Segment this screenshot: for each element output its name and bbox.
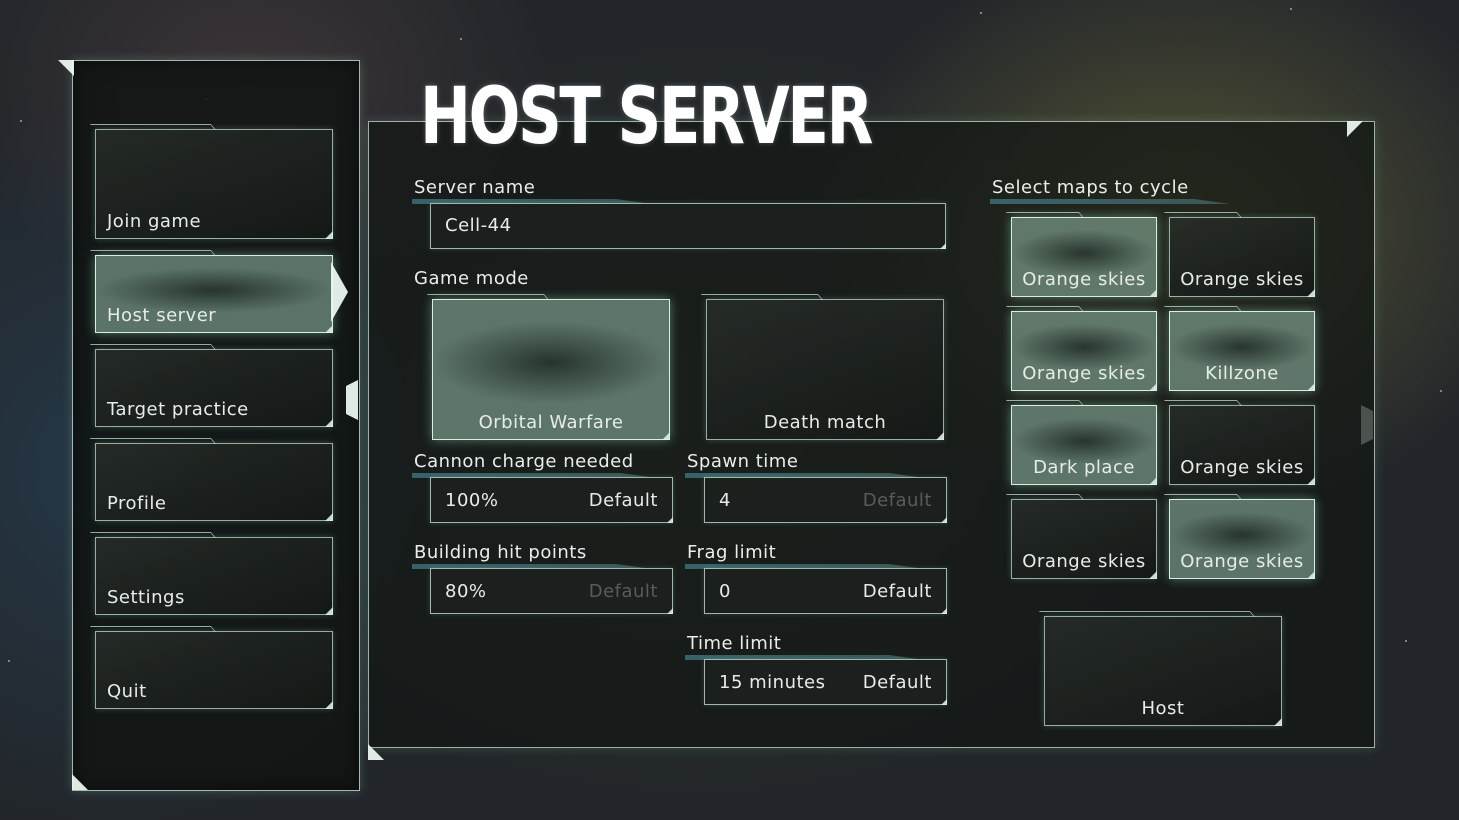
game-mode-label-text: Orbital Warfare	[478, 412, 624, 433]
host-button[interactable]: Host	[1044, 616, 1282, 726]
menu-item-label: Host server	[107, 305, 217, 326]
map-tile[interactable]: Orange skies	[1169, 217, 1315, 297]
map-label: Orange skies	[1180, 457, 1304, 478]
menu-item-label: Quit	[107, 681, 147, 702]
spawn-time-value: 4	[719, 490, 731, 511]
spawn-time-field[interactable]: 4 Default	[704, 477, 947, 523]
map-tile[interactable]: Orange skies	[1169, 499, 1315, 579]
frag-limit-value: 0	[719, 581, 731, 602]
menu-item-label: Target practice	[107, 399, 249, 420]
map-tile[interactable]: Orange skies	[1169, 405, 1315, 485]
menu-item-target-practice[interactable]: Target practice	[95, 349, 333, 427]
server-name-input[interactable]	[443, 214, 927, 237]
panel-corner-decoration	[368, 744, 384, 760]
star	[980, 12, 982, 14]
server-name-label: Server name	[414, 177, 536, 198]
game-mode-label: Game mode	[414, 268, 529, 289]
frag-limit-field[interactable]: 0 Default	[704, 568, 947, 614]
menu-item-profile[interactable]: Profile	[95, 443, 333, 521]
menu-item-label: Profile	[107, 493, 167, 514]
time-limit-default-button[interactable]: Default	[862, 672, 932, 693]
cannon-charge-value: 100%	[445, 490, 499, 511]
menu-item-quit[interactable]: Quit	[95, 631, 333, 709]
menu-item-label: Join game	[107, 211, 202, 232]
spawn-time-label: Spawn time	[687, 451, 799, 472]
cannon-charge-field[interactable]: 100% Default	[430, 477, 673, 523]
time-limit-field[interactable]: 15 minutes Default	[704, 659, 947, 705]
building-hp-label: Building hit points	[414, 542, 587, 563]
building-hp-value: 80%	[445, 581, 487, 602]
map-label: Orange skies	[1180, 269, 1304, 290]
cannon-charge-default-button[interactable]: Default	[588, 490, 658, 511]
panel-corner-decoration	[1347, 121, 1363, 137]
map-tile[interactable]: Orange skies	[1011, 499, 1157, 579]
building-hp-default-button[interactable]: Default	[588, 581, 658, 602]
game-mode-orbital-warfare[interactable]: Orbital Warfare	[432, 299, 670, 440]
building-hp-field[interactable]: 80% Default	[430, 568, 673, 614]
frag-limit-label: Frag limit	[687, 542, 777, 563]
host-button-label: Host	[1141, 698, 1185, 719]
menu-item-host-server[interactable]: Host server	[95, 255, 333, 333]
map-tile[interactable]: Orange skies	[1011, 217, 1157, 297]
panel-corner-decoration	[72, 774, 88, 790]
server-name-field[interactable]	[430, 203, 946, 249]
star	[20, 120, 22, 122]
page-title: HOST SERVER	[420, 72, 873, 162]
time-limit-label: Time limit	[687, 633, 782, 654]
frag-limit-default-button[interactable]: Default	[862, 581, 932, 602]
map-label: Orange skies	[1022, 363, 1146, 384]
star	[1440, 390, 1442, 392]
cannon-charge-label: Cannon charge needed	[414, 451, 634, 472]
map-tile[interactable]: Dark place	[1011, 405, 1157, 485]
map-tile[interactable]: Killzone	[1169, 311, 1315, 391]
star	[460, 38, 462, 40]
star	[1405, 640, 1407, 642]
game-mode-label-text: Death match	[763, 412, 887, 433]
map-tile[interactable]: Orange skies	[1011, 311, 1157, 391]
map-label: Dark place	[1033, 457, 1135, 478]
spawn-time-default-button[interactable]: Default	[862, 490, 932, 511]
active-indicator-arrow-icon	[331, 262, 348, 322]
game-mode-death-match[interactable]: Death match	[706, 299, 944, 440]
maps-label: Select maps to cycle	[992, 177, 1189, 198]
menu-item-label: Settings	[107, 587, 185, 608]
star	[1290, 8, 1292, 10]
menu-item-settings[interactable]: Settings	[95, 537, 333, 615]
panel-edge-decoration	[346, 380, 358, 420]
map-label: Orange skies	[1022, 551, 1146, 572]
menu-item-join-game[interactable]: Join game	[95, 129, 333, 239]
star	[8, 660, 10, 662]
map-label: Orange skies	[1022, 269, 1146, 290]
panel-corner-decoration	[58, 60, 74, 76]
map-label: Killzone	[1205, 363, 1279, 384]
time-limit-value: 15 minutes	[719, 672, 826, 693]
map-label: Orange skies	[1180, 551, 1304, 572]
